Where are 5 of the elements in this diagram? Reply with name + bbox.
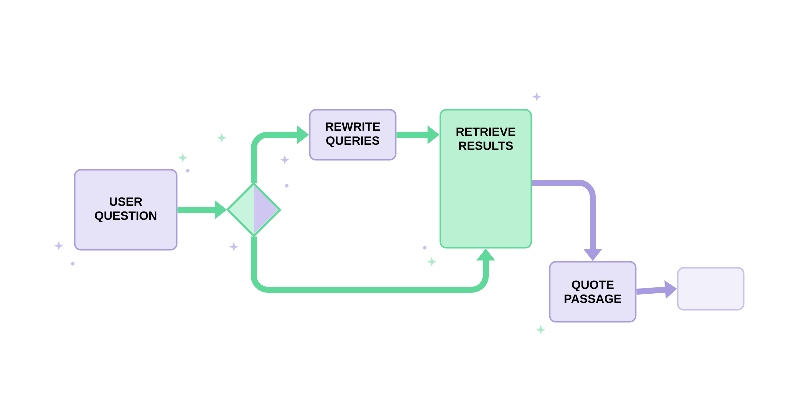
process-box: QUOTE PASSAGE [549,261,637,323]
process-box: USER QUESTION [74,169,178,251]
process-box: REWRITE QUERIES [309,109,397,161]
empty-box [677,267,745,311]
process-box: RETRIEVE RESULTS [440,109,532,249]
